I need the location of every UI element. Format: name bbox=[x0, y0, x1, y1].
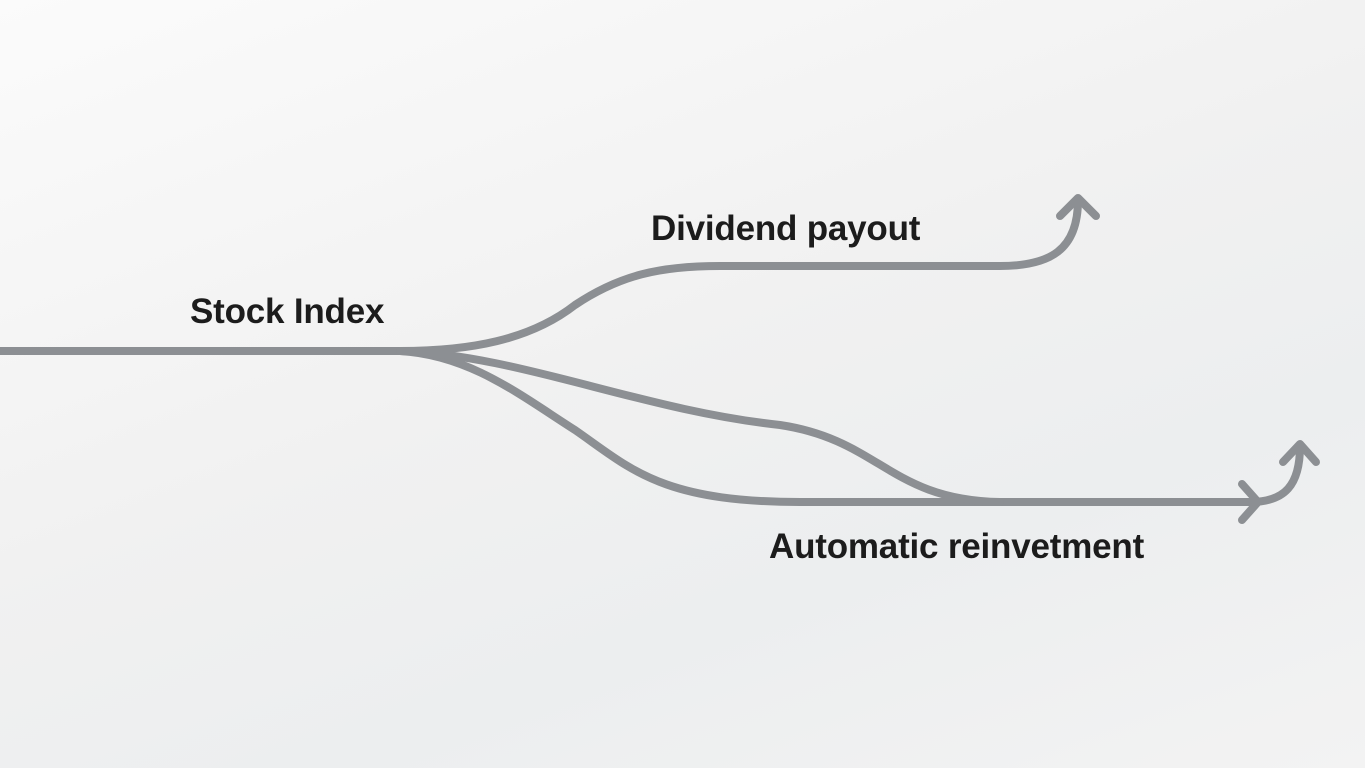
dividend-payout-label: Dividend payout bbox=[651, 209, 921, 248]
arrow-up-icon bbox=[1279, 440, 1320, 466]
dividend-payout-branch bbox=[396, 196, 1082, 355]
reinvestment-upturn bbox=[1246, 442, 1304, 506]
automatic-reinvestment-label: Automatic reinvetment bbox=[769, 527, 1145, 566]
arrow-up-icon bbox=[1056, 194, 1100, 220]
reinvestment-branch-lower bbox=[396, 347, 1254, 506]
stock-index-label: Stock Index bbox=[190, 292, 385, 331]
reinvestment-branch-middle bbox=[396, 347, 1004, 506]
